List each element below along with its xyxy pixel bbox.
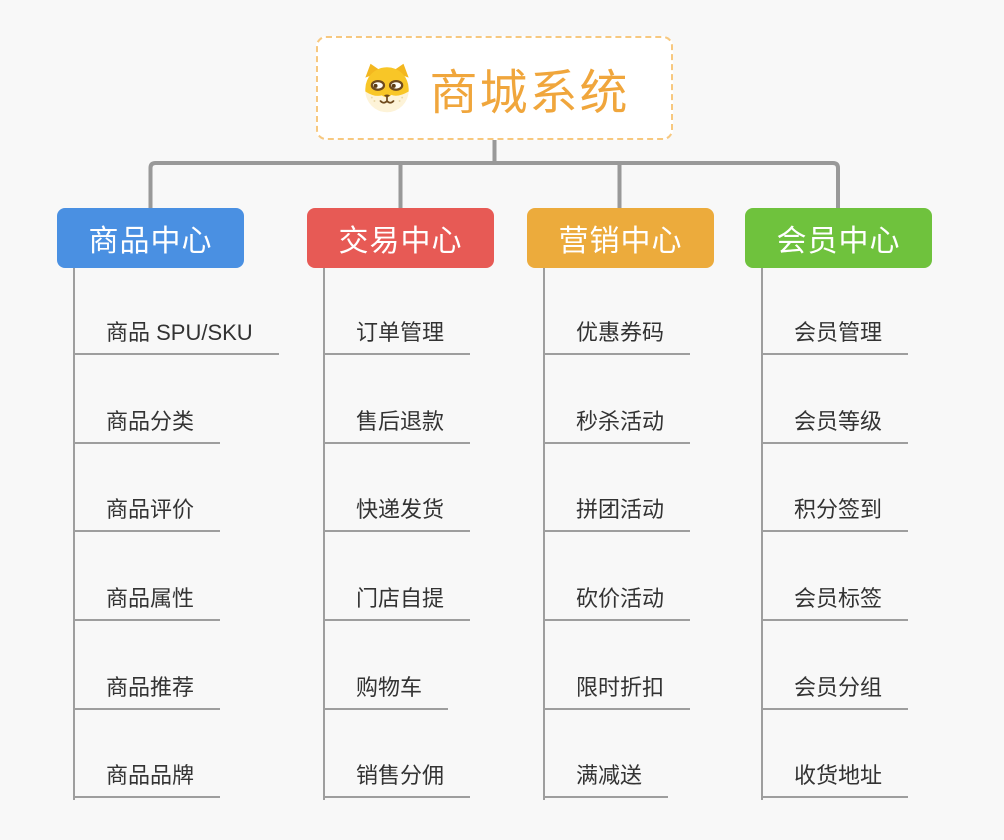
branch-node-product-center[interactable]: 商品中心 (57, 208, 244, 268)
branch-member-center: 会员中心 会员管理会员等级积分签到会员标签会员分组收货地址 (745, 208, 932, 800)
child-topic[interactable]: 砍价活动 (543, 532, 691, 621)
child-topic[interactable]: 拼团活动 (543, 444, 691, 533)
child-topic[interactable]: 优惠券码 (543, 267, 691, 356)
branch-trade-center: 交易中心 订单管理售后退款快递发货门店自提购物车销售分佣 (307, 208, 494, 800)
branch-spine-line (761, 268, 763, 800)
child-topic[interactable]: 会员等级 (761, 355, 909, 444)
branch-children-list: 优惠券码秒杀活动拼团活动砍价活动限时折扣满减送 (543, 267, 691, 799)
child-topic[interactable]: 会员分组 (761, 621, 909, 710)
branch-children-list: 订单管理售后退款快递发货门店自提购物车销售分佣 (323, 267, 471, 799)
child-topic[interactable]: 商品属性 (73, 532, 221, 621)
child-topic[interactable]: 商品品牌 (73, 710, 221, 799)
child-topic[interactable]: 门店自提 (323, 532, 471, 621)
branch-spine-line (73, 268, 75, 800)
bus-line (148, 161, 840, 210)
branch-marketing-center: 营销中心 优惠券码秒杀活动拼团活动砍价活动限时折扣满减送 (527, 208, 714, 800)
child-topic[interactable]: 秒杀活动 (543, 355, 691, 444)
child-topic[interactable]: 售后退款 (323, 355, 471, 444)
child-topic[interactable]: 商品 SPU/SKU (73, 267, 279, 356)
child-topic[interactable]: 收货地址 (761, 710, 909, 799)
child-topic[interactable]: 订单管理 (323, 267, 471, 356)
branch-node-member-center[interactable]: 会员中心 (745, 208, 932, 268)
branch-spine-line (543, 268, 545, 800)
child-topic[interactable]: 商品分类 (73, 355, 221, 444)
branch-node-trade-center[interactable]: 交易中心 (307, 208, 494, 268)
branch-spine-line (323, 268, 325, 800)
branch-node-marketing-center[interactable]: 营销中心 (527, 208, 714, 268)
child-topic[interactable]: 满减送 (543, 710, 669, 799)
child-topic[interactable]: 会员管理 (761, 267, 909, 356)
child-topic[interactable]: 商品推荐 (73, 621, 221, 710)
root-node[interactable]: 商城系统 (316, 36, 673, 140)
child-topic[interactable]: 会员标签 (761, 532, 909, 621)
child-topic[interactable]: 销售分佣 (323, 710, 471, 799)
child-topic[interactable]: 购物车 (323, 621, 449, 710)
branch-children-list: 会员管理会员等级积分签到会员标签会员分组收货地址 (761, 267, 909, 799)
shiba-dog-icon (365, 63, 410, 113)
child-topic[interactable]: 限时折扣 (543, 621, 691, 710)
root-title: 商城系统 (429, 67, 630, 120)
child-topic[interactable]: 商品评价 (73, 444, 221, 533)
child-topic[interactable]: 积分签到 (761, 444, 909, 533)
child-topic[interactable]: 快递发货 (323, 444, 471, 533)
